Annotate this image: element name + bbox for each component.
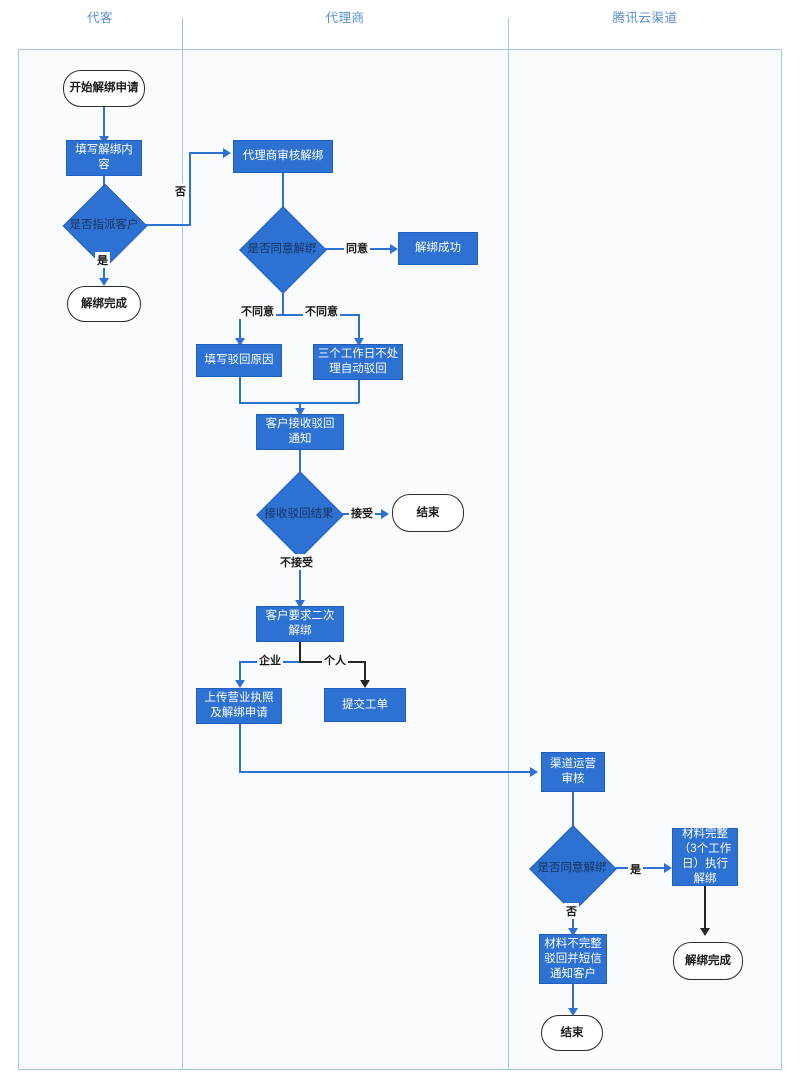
node-second-request[interactable]: 客户要求二次 解绑	[256, 606, 344, 642]
edge-channel-to-decision	[572, 792, 574, 836]
edge-upload-to-channel-v	[239, 724, 241, 772]
arrowhead-to-customer-notice	[295, 408, 305, 416]
edge-personal-v	[364, 661, 366, 683]
edge-label-accept: 接受	[349, 505, 375, 521]
arrowhead-upload-to-channel	[530, 767, 538, 777]
node-auto-reject[interactable]: 三个工作日不处 理自动驳回	[313, 344, 403, 380]
node-end-1[interactable]: 结束	[392, 494, 464, 532]
node-channel-review[interactable]: 渠道运营 审核	[541, 752, 605, 792]
swimlane-header-row	[18, 18, 782, 50]
edge-start-to-fill	[103, 107, 105, 138]
edge-label-yes-channel: 是	[628, 861, 643, 877]
edge-label-disagree-left: 不同意	[239, 303, 276, 319]
arrowhead-enterprise	[235, 680, 245, 688]
node-unbind-done-1[interactable]: 解绑完成	[67, 286, 141, 322]
edge-assign-no-h1	[133, 224, 190, 226]
node-unbind-done-2[interactable]: 解绑完成	[673, 942, 743, 980]
arrowhead-channel-no	[568, 928, 578, 936]
edge-reject-merge-stem	[299, 402, 301, 412]
edge-reject-merge-right-v	[358, 380, 360, 403]
edge-label-disagree-right: 不同意	[303, 303, 340, 319]
edge-label-no-channel: 否	[564, 903, 579, 919]
lane-header-agent: 代理商	[325, 10, 365, 25]
lane-header-customer: 代客	[86, 10, 113, 25]
edge-upload-to-channel-h	[239, 771, 534, 773]
node-submit-ticket[interactable]: 提交工单	[324, 688, 406, 722]
edge-label-agree: 同意	[344, 240, 370, 256]
lane-divider-1	[182, 18, 183, 1070]
arrowhead-personal	[360, 680, 370, 688]
lane-divider-2	[508, 18, 509, 1070]
edge-label-not-accept: 不接受	[278, 554, 315, 570]
node-start-apply[interactable]: 开始解绑申请	[63, 70, 145, 107]
node-fill-content[interactable]: 填写解绑内 容	[66, 140, 142, 176]
arrowhead-agree-to-success	[390, 244, 398, 254]
arrowhead-disagree-left	[235, 338, 245, 346]
arrowhead-not-accept	[295, 600, 305, 608]
arrowhead-assign-yes	[99, 278, 109, 286]
arrowhead-accept	[381, 509, 389, 519]
node-material-ok[interactable]: 材料完整 （3个工作 日）执行 解绑	[672, 828, 738, 886]
arrowhead-material-ok-to-done	[700, 928, 710, 936]
edge-assign-no-v	[189, 152, 191, 226]
edge-reject-merge-left-v	[239, 377, 241, 403]
edge-label-yes-assign: 是	[95, 252, 110, 268]
arrowhead-channel-yes	[664, 863, 672, 873]
node-upload-license[interactable]: 上传营业执照 及解绑申请	[196, 688, 282, 724]
edge-label-no-assign: 否	[173, 183, 188, 199]
node-unbind-success[interactable]: 解绑成功	[398, 232, 478, 265]
edge-assign-no-h2	[189, 152, 225, 154]
node-end-2[interactable]: 结束	[541, 1015, 603, 1051]
edge-disagree-right-v	[358, 314, 360, 341]
edge-material-ok-to-done	[704, 886, 706, 932]
arrowhead-assign-no	[223, 148, 231, 158]
lane-header-tencent: 腾讯云渠道	[612, 10, 678, 25]
arrowhead-missing-to-end	[568, 1008, 578, 1016]
swimlane-frame	[18, 18, 782, 1070]
edge-disagree-stem	[282, 279, 284, 315]
edge-label-personal: 个人	[322, 652, 348, 668]
edge-review-to-agree	[282, 173, 284, 217]
edge-enterprise-v	[239, 661, 241, 683]
edge-label-enterprise: 企业	[257, 652, 283, 668]
node-fill-reject-reason[interactable]: 填写驳回原因	[196, 344, 282, 377]
edge-disagree-left-v	[239, 314, 241, 341]
node-agent-review[interactable]: 代理商审核解绑	[233, 140, 333, 173]
node-material-missing[interactable]: 材料不完整 驳回并短信 通知客户	[539, 934, 607, 984]
edge-missing-to-end	[572, 984, 574, 1012]
node-customer-notice[interactable]: 客户接收驳回 通知	[256, 414, 344, 450]
edge-not-accept-v	[299, 544, 301, 604]
arrowhead-disagree-right	[354, 338, 364, 346]
edge-notice-to-result	[299, 450, 301, 482]
edge-split-stem	[299, 642, 301, 662]
